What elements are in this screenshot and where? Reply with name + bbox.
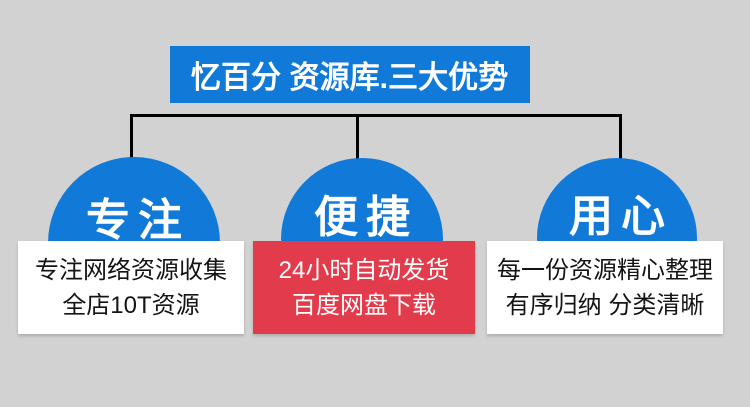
connector-vertical-middle [356, 114, 359, 164]
detail-line: 专注网络资源收集 [35, 256, 227, 284]
detail-line: 有序归纳 分类清晰 [505, 291, 705, 319]
detail-box-convenience: 24小时自动发货 百度网盘下载 [253, 241, 475, 334]
circle-label: 用心 [569, 192, 673, 241]
detail-box-focus: 专注网络资源收集 全店10T资源 [18, 241, 244, 334]
connector-vertical-left [130, 114, 133, 164]
detail-line: 24小时自动发货 [278, 256, 450, 284]
detail-line: 全店10T资源 [62, 291, 200, 319]
title-banner: 忆百分 资源库.三大优势 [170, 46, 530, 103]
detail-line: 每一份资源精心整理 [497, 256, 713, 284]
detail-box-care: 每一份资源精心整理 有序归纳 分类清晰 [487, 241, 723, 334]
detail-line: 百度网盘下载 [292, 291, 436, 319]
circle-label: 便捷 [314, 193, 418, 242]
page-title: 忆百分 资源库.三大优势 [191, 60, 509, 95]
connector-vertical-right [619, 114, 622, 164]
circle-label: 专注 [86, 196, 190, 245]
connector-horizontal-line [130, 114, 622, 117]
